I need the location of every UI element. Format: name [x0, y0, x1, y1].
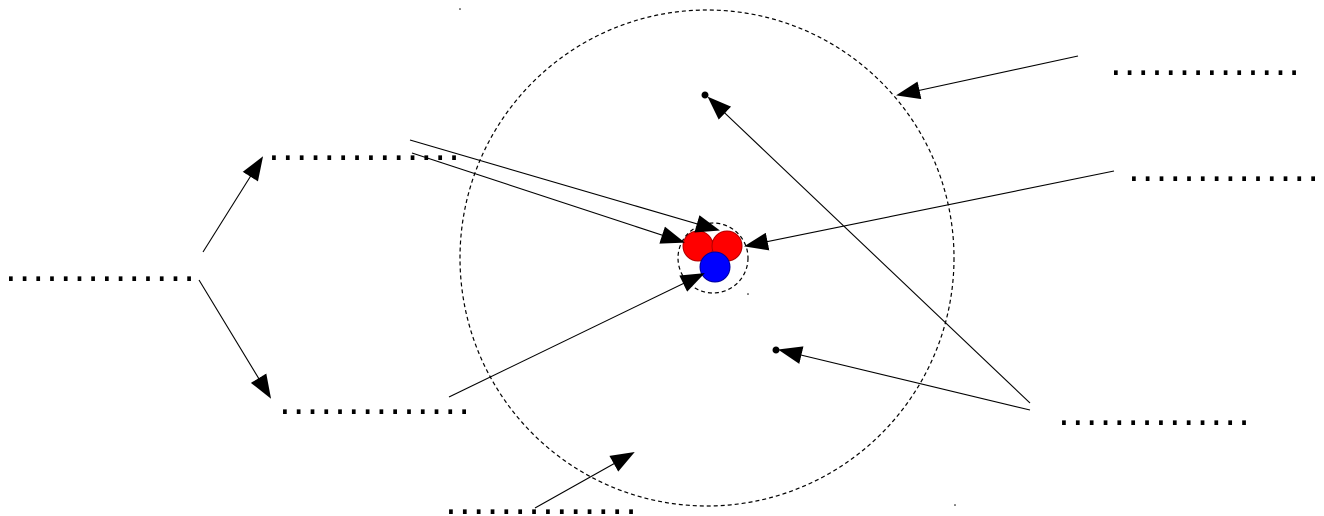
electron-bottom [772, 346, 780, 354]
arrow-branch-up [202, 156, 264, 253]
arrow-to-electron-top [707, 96, 1031, 404]
arrow-to-proton-right [409, 139, 720, 233]
label-blank-middle-right: .............. [1127, 158, 1320, 188]
stray-dot [459, 8, 461, 10]
arrow-to-shell-space [534, 452, 635, 509]
label-blank-lower-right: .............. [1057, 402, 1251, 432]
electron-top [701, 91, 709, 99]
arrow-branch-down [198, 279, 272, 399]
electron-shell [459, 9, 955, 507]
stray-dot [954, 504, 956, 506]
label-blank-left: .............. [4, 258, 196, 288]
neutron [699, 251, 731, 283]
arrow-to-shell [896, 55, 1079, 100]
arrow-to-neutron [448, 273, 705, 398]
arrow-to-proton-left [411, 152, 685, 244]
label-blank-upper-left: .............. [267, 137, 461, 167]
label-blank-lower-left: .............. [278, 391, 471, 421]
arrows [198, 55, 1115, 509]
arrow-to-nucleus [744, 170, 1115, 251]
label-blank-top-right: .............. [1109, 52, 1301, 82]
stray-dot [747, 293, 749, 295]
label-blank-bottom: .............. [444, 491, 638, 516]
arrow-to-electron-bottom [778, 346, 1031, 411]
